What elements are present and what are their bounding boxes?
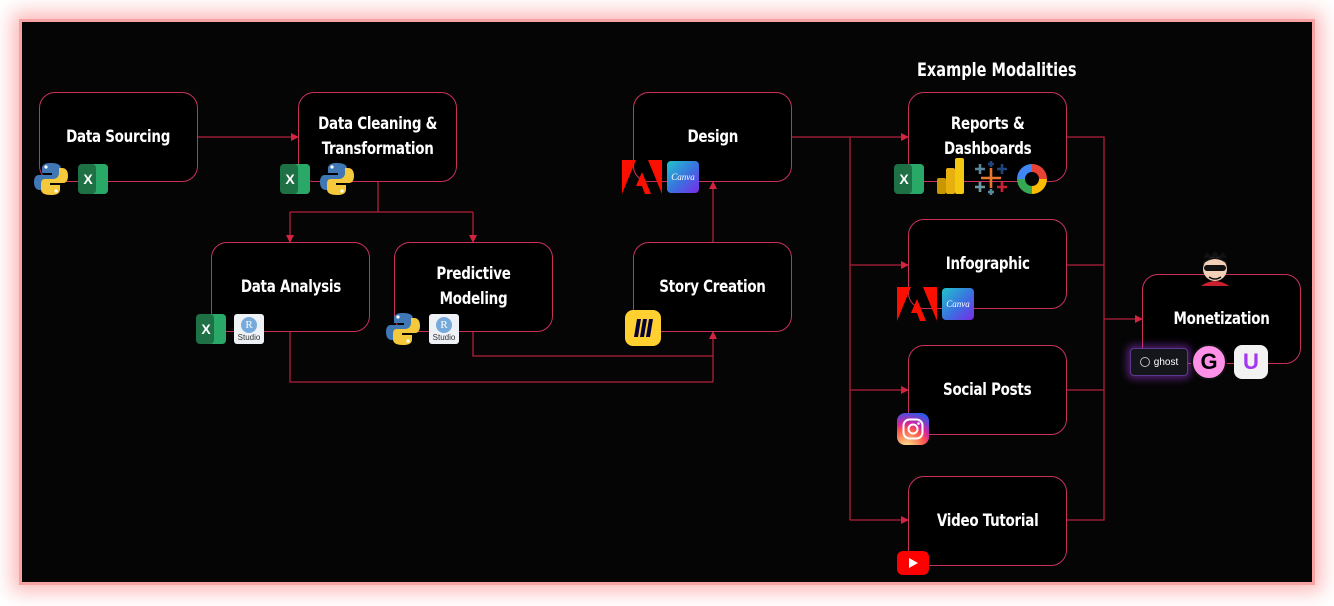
python-icon — [32, 160, 70, 198]
canva-icon: Canva — [942, 288, 974, 320]
node-label: Data Cleaning & Transformation — [317, 114, 438, 159]
ghost-icon: ghost — [1130, 348, 1188, 376]
node-label: Story Creation — [659, 276, 766, 297]
node-data-sourcing[interactable]: Data Sourcing — [39, 92, 198, 182]
edge-outputs-collector — [1067, 136, 1105, 521]
node-label: Infographic — [945, 253, 1030, 274]
node-label: Social Posts — [943, 379, 1032, 400]
excel-icon: X — [280, 164, 310, 194]
rstudio-icon: R Studio — [429, 314, 459, 344]
node-label: Data Analysis — [240, 276, 341, 297]
edge-cleaning-split — [290, 182, 473, 213]
miro-icon — [625, 310, 661, 346]
adobe-icon — [897, 287, 937, 321]
python-icon — [384, 310, 422, 348]
udemy-icon: U — [1234, 345, 1268, 379]
youtube-icon — [897, 551, 929, 575]
google-icon — [1017, 164, 1047, 194]
modalities-heading: Example Modalities — [917, 59, 1077, 81]
edge-design-trunk — [792, 136, 851, 520]
excel-icon: X — [894, 164, 924, 194]
node-label: Monetization — [1173, 308, 1270, 329]
node-predictive-modeling[interactable]: Predictive Modeling — [394, 242, 553, 332]
node-label: Design — [687, 126, 738, 147]
node-social-posts[interactable]: Social Posts — [908, 345, 1067, 435]
node-video-tutorial[interactable]: Video Tutorial — [908, 476, 1067, 566]
edge-predictive-to-story — [472, 332, 713, 357]
edge-analysis-to-story — [289, 332, 713, 383]
gumroad-icon: G — [1191, 344, 1227, 380]
power-bi-icon — [937, 158, 965, 194]
node-label: Reports & Dashboards — [943, 114, 1032, 159]
python-icon — [318, 160, 356, 198]
canva-icon: Canva — [667, 161, 699, 193]
instagram-icon — [897, 413, 929, 445]
rstudio-icon: R Studio — [234, 314, 264, 344]
excel-icon: X — [78, 164, 108, 194]
excel-icon: X — [196, 314, 226, 344]
avatar-icon — [1197, 250, 1233, 286]
node-label: Predictive Modeling — [436, 264, 511, 309]
node-data-cleaning[interactable]: Data Cleaning & Transformation — [298, 92, 457, 182]
node-label: Data Sourcing — [66, 126, 171, 147]
adobe-icon — [622, 160, 662, 194]
tableau-icon — [974, 161, 1008, 195]
node-label: Video Tutorial — [936, 510, 1039, 531]
